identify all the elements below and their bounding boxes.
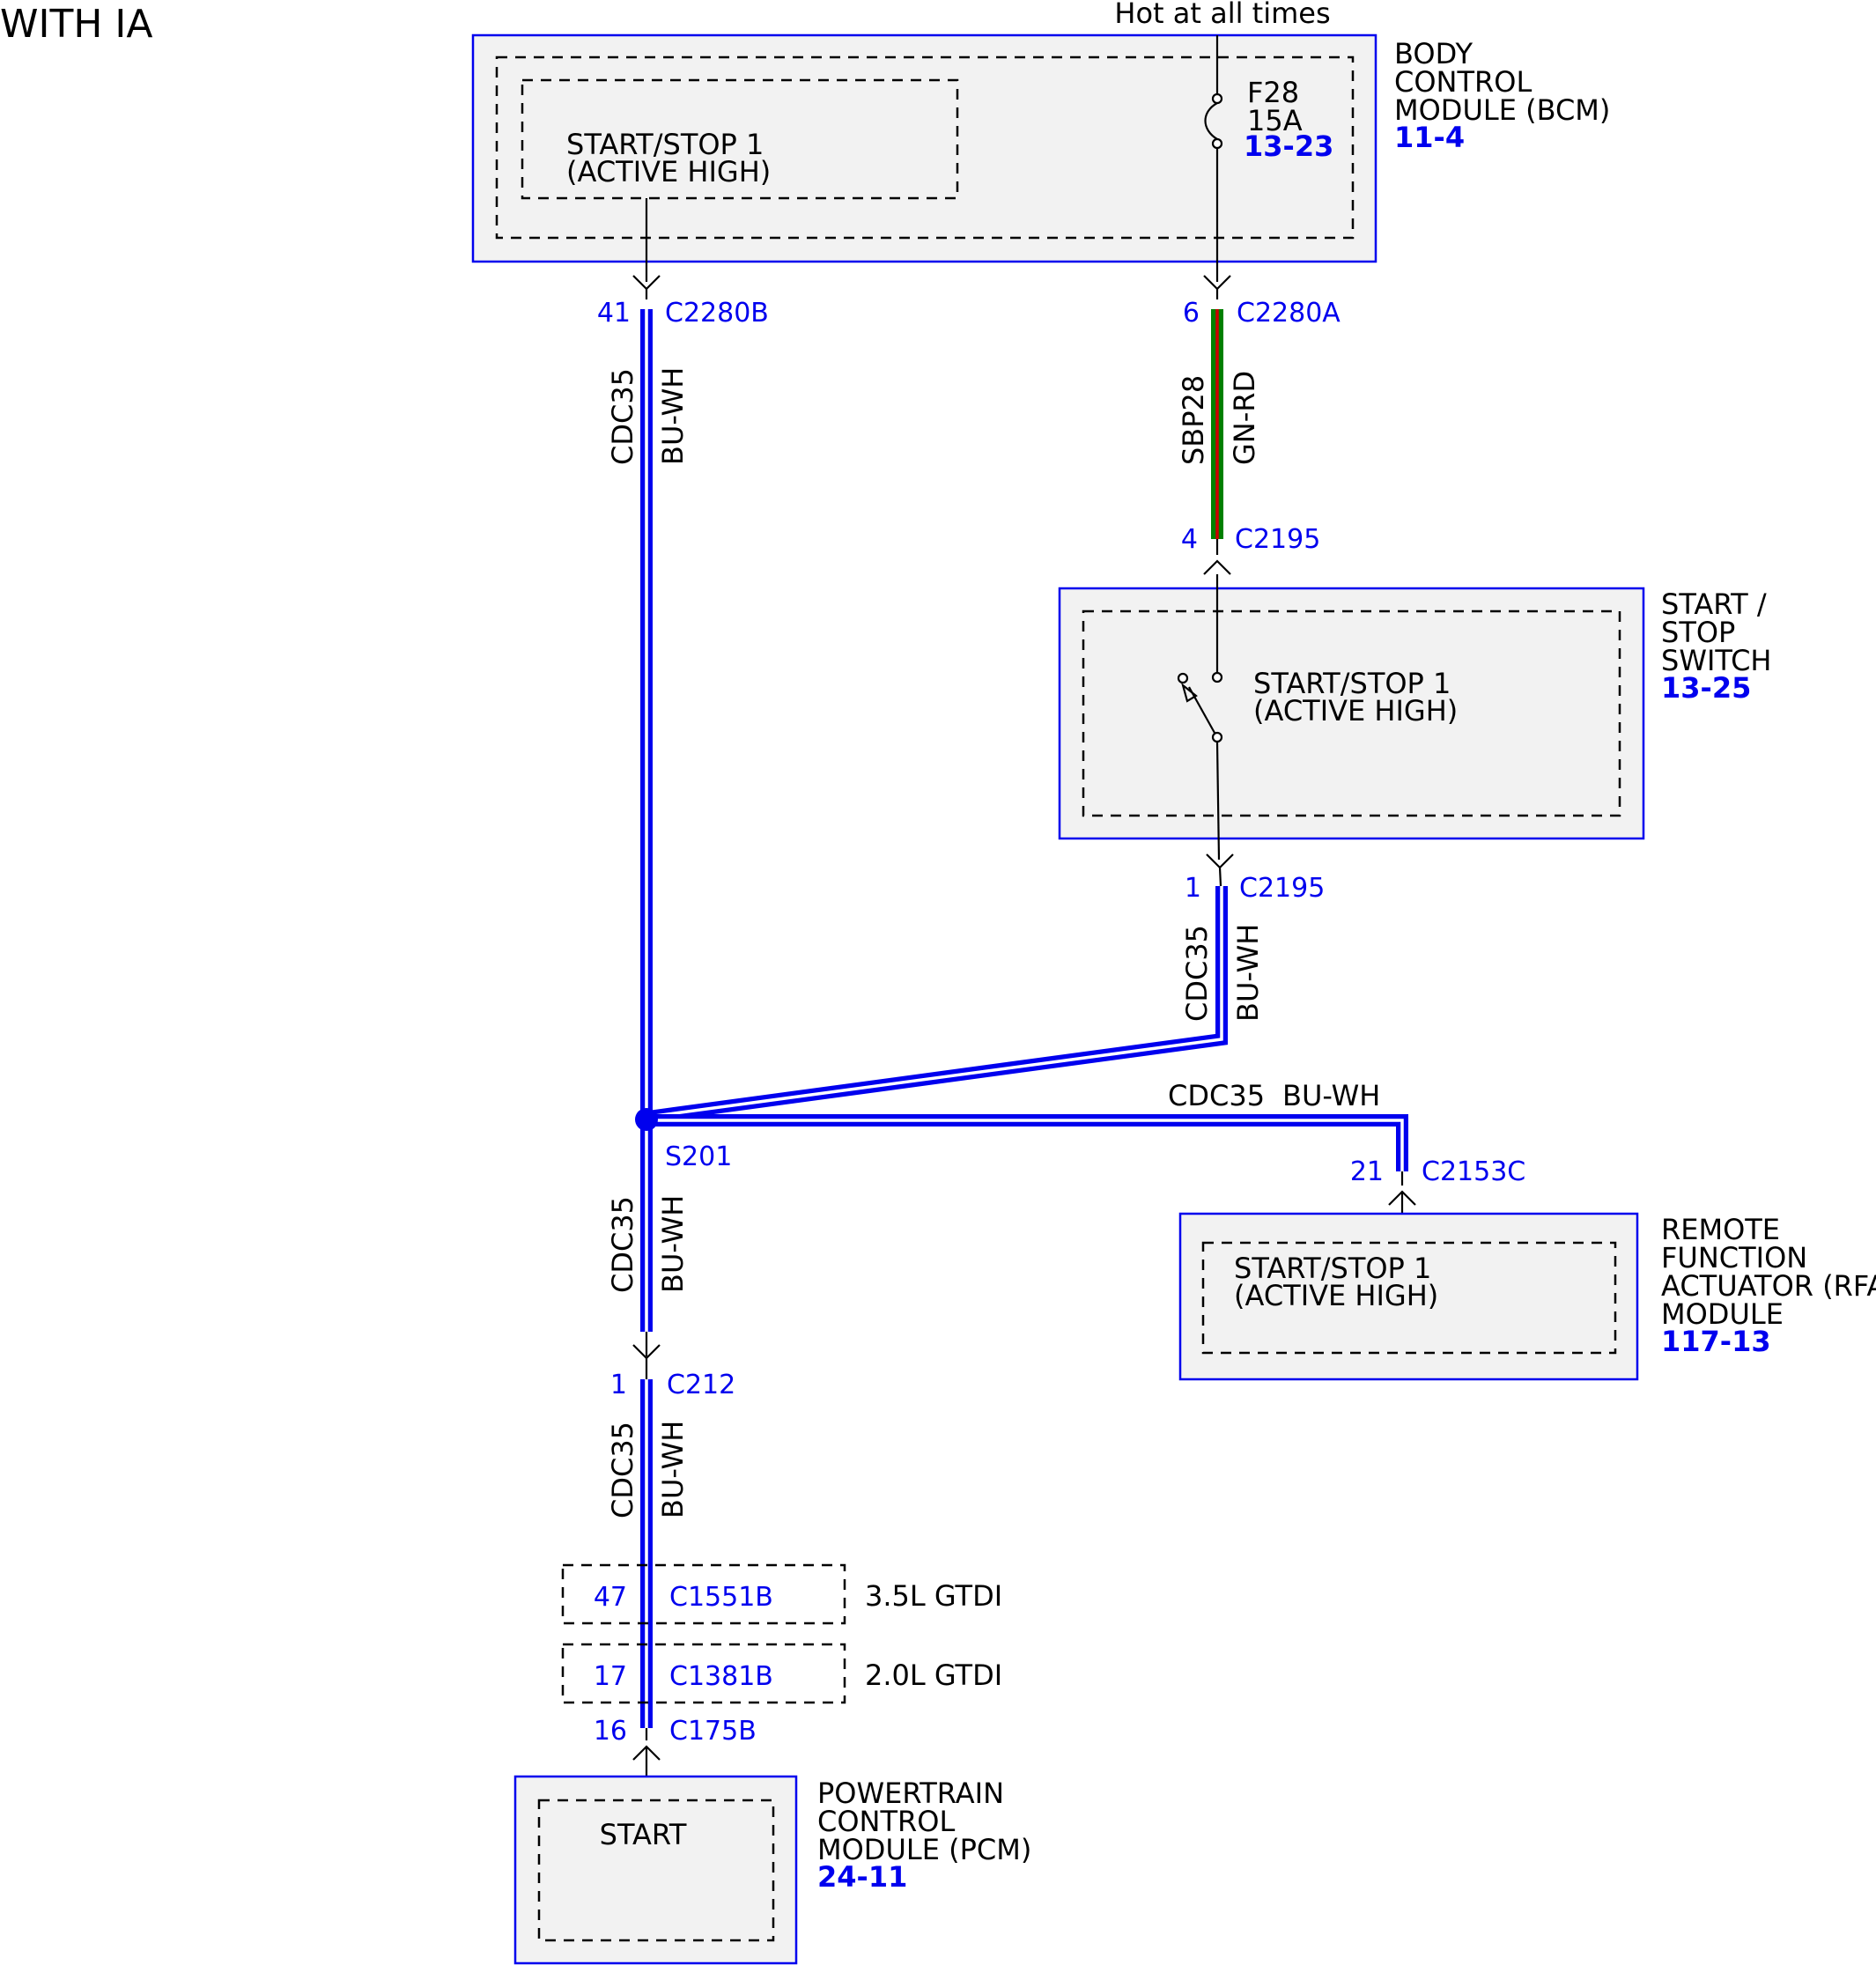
c2280b-connector-symbol <box>632 275 661 299</box>
c2195-bottom-name[interactable]: C2195 <box>1239 873 1325 904</box>
bcm-name-line-1: BODY <box>1394 37 1473 70</box>
c2195-bottom-pin: 1 <box>1185 873 1201 904</box>
bcm-internal-boundary <box>495 55 1355 240</box>
c1381b-name[interactable]: C1381B <box>669 1661 773 1692</box>
c2195-top-name[interactable]: C2195 <box>1235 524 1320 555</box>
wire-bcm-color: BU-WH <box>656 367 690 465</box>
rfa-outline <box>1178 1212 1639 1381</box>
c1381b-pin: 17 <box>594 1661 627 1692</box>
wire-splice-down-color: BU-WH <box>656 1195 690 1293</box>
wire-rfa-circuit: CDC35 <box>1168 1079 1265 1112</box>
bcm-module: START/STOP 1 (ACTIVE HIGH) F28 15A 13-23 <box>471 33 1377 263</box>
pcm-name-line-1: POWERTRAIN <box>817 1777 1004 1810</box>
rfa-module: START/STOP 1 (ACTIVE HIGH) <box>1178 1212 1639 1381</box>
wire-pcm-color: BU-WH <box>656 1421 690 1518</box>
pcm-ref-link[interactable]: 24-11 <box>817 1860 907 1894</box>
rfa-ref-link[interactable]: 117-13 <box>1661 1325 1771 1358</box>
fuse-symbol <box>1204 35 1223 282</box>
splice-name[interactable]: S201 <box>665 1141 732 1172</box>
c2280b-name[interactable]: C2280B <box>665 298 769 329</box>
c2195-top-connector-symbol <box>1203 539 1231 575</box>
wire-cdc35-splice-to-rfa[interactable] <box>648 1114 1408 1171</box>
c2280a-connector-symbol <box>1203 275 1231 299</box>
wire-pcm-circuit: CDC35 <box>606 1422 639 1518</box>
wire-splice-down-circuit: CDC35 <box>606 1196 639 1293</box>
bcm-fuse-rating: 15A <box>1247 104 1303 137</box>
pcm-module: START <box>513 1775 798 1965</box>
wire-switch-circuit: CDC35 <box>1180 925 1214 1022</box>
wire-rfa-color: BU-WH <box>1282 1079 1380 1112</box>
rfa-name-line-3: ACTUATOR (RFA) <box>1661 1269 1876 1303</box>
rfa-name-line-4: MODULE <box>1661 1297 1784 1331</box>
switch-outline <box>1058 587 1645 840</box>
c212-name[interactable]: C212 <box>667 1370 735 1400</box>
c1381b-variant-box <box>561 1643 846 1704</box>
bcm-function-line-1: START/STOP 1 <box>566 128 764 161</box>
c2280a-pin: 6 <box>1183 298 1200 329</box>
c2195-bottom-connector-symbol <box>1206 853 1234 887</box>
c1381b-variant: 2.0L GTDI <box>865 1658 1002 1692</box>
c2195-top-pin: 4 <box>1181 524 1198 555</box>
bcm-name-line-3: MODULE (BCM) <box>1394 93 1610 127</box>
c175b-name[interactable]: C175B <box>669 1716 757 1747</box>
rfa-name-line-1: REMOTE <box>1661 1213 1780 1246</box>
bcm-fuse-ref-link[interactable]: 13-23 <box>1244 129 1333 163</box>
start-stop-switch-module: START/STOP 1 (ACTIVE HIGH) <box>1058 587 1645 840</box>
switch-internal-boundary <box>1082 609 1621 817</box>
pcm-internal-boundary <box>537 1799 775 1942</box>
rfa-function-line-2: (ACTIVE HIGH) <box>1234 1279 1438 1312</box>
bcm-fuse-name: F28 <box>1247 76 1299 109</box>
c1551b-variant: 3.5L GTDI <box>865 1579 1002 1613</box>
pcm-name-line-2: CONTROL <box>817 1805 955 1838</box>
bcm-name-line-2: CONTROL <box>1394 65 1532 99</box>
splice-dot <box>635 1108 658 1131</box>
c1551b-name[interactable]: C1551B <box>669 1582 773 1613</box>
pcm-name-line-3: MODULE (PCM) <box>817 1833 1031 1866</box>
c175b-pin: 16 <box>594 1716 627 1747</box>
c2153c-name[interactable]: C2153C <box>1422 1156 1525 1187</box>
c212-pin: 1 <box>610 1370 627 1400</box>
pcm-function: START <box>600 1818 687 1851</box>
c212-connector-symbol <box>632 1332 661 1379</box>
power-source-label: Hot at all times <box>1114 0 1330 30</box>
c2280b-pin: 41 <box>597 298 631 329</box>
switch-name-line-3: SWITCH <box>1661 644 1771 677</box>
wire-bcm-circuit: CDC35 <box>606 368 639 465</box>
diagram-title: WITH IA <box>0 2 153 47</box>
wire-fuse-circuit: SBP28 <box>1177 375 1210 465</box>
rfa-internal-boundary <box>1201 1241 1617 1355</box>
rfa-name-line-2: FUNCTION <box>1661 1241 1807 1274</box>
c1551b-variant-box <box>561 1563 846 1625</box>
switch-function-line-1: START/STOP 1 <box>1253 667 1451 700</box>
bcm-ref-link[interactable]: 11-4 <box>1394 121 1465 154</box>
bcm-function-line-2: (ACTIVE HIGH) <box>566 155 771 188</box>
rfa-function-line-1: START/STOP 1 <box>1234 1252 1431 1285</box>
wire-switch-color: BU-WH <box>1231 924 1265 1022</box>
pcm-outline <box>513 1775 798 1965</box>
wire-fuse-color: GN-RD <box>1228 371 1261 465</box>
switch-function-line-2: (ACTIVE HIGH) <box>1253 694 1458 728</box>
switch-name-line-2: STOP <box>1661 616 1735 649</box>
switch-name-line-1: START / <box>1661 587 1767 621</box>
c2153c-pin: 21 <box>1350 1156 1384 1187</box>
c1551b-pin: 47 <box>594 1582 627 1613</box>
wire-cdc35-switch-to-splice[interactable] <box>647 886 1228 1123</box>
c2280a-name[interactable]: C2280A <box>1237 298 1341 329</box>
switch-ref-link[interactable]: 13-25 <box>1661 671 1751 705</box>
switch-contact-symbol <box>1177 574 1223 861</box>
bcm-outline <box>471 33 1377 263</box>
